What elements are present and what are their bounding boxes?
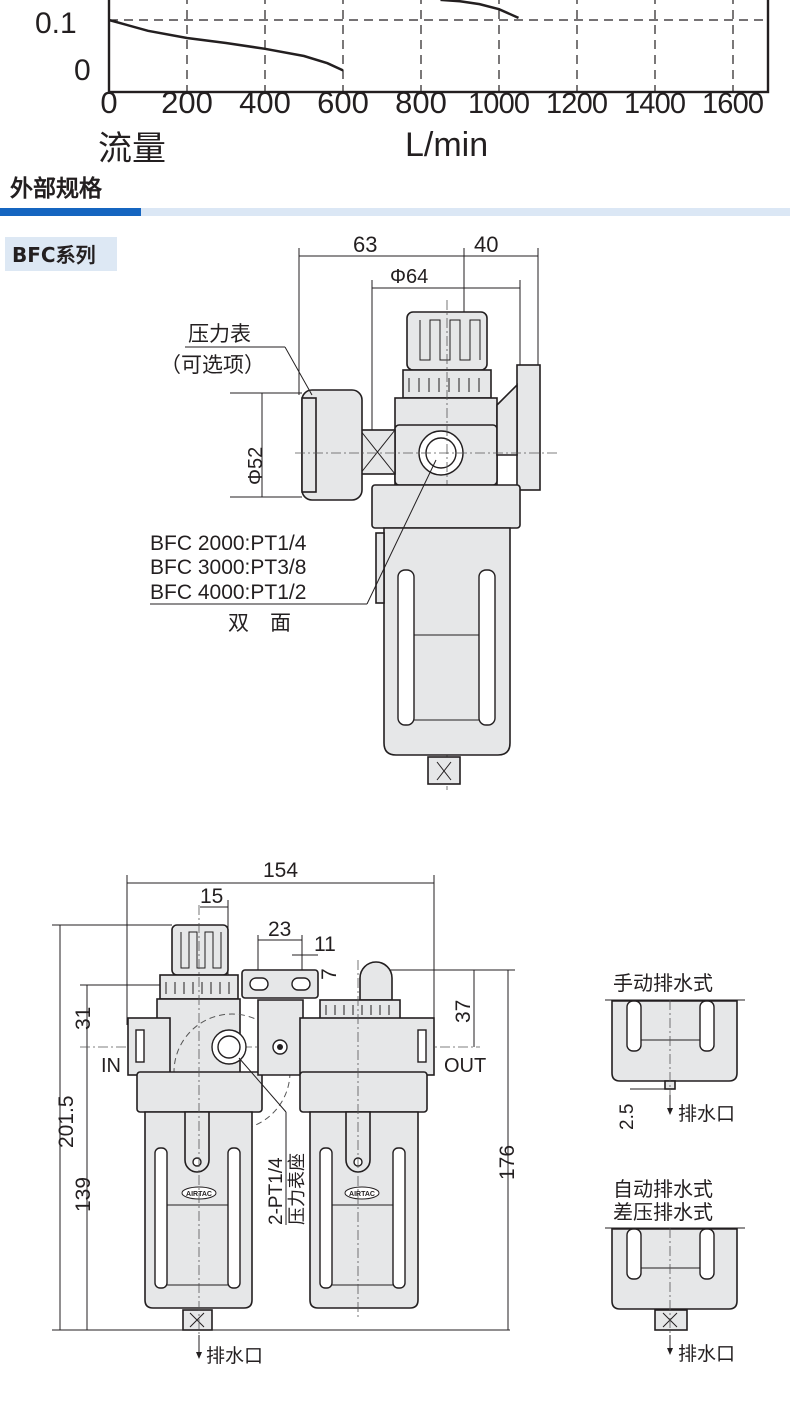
series-badge-label: BFC系列 xyxy=(12,243,96,267)
chart-ylabel-flow: 流量 xyxy=(98,129,166,169)
port-spec-3000: BFC 3000:PT3/8 xyxy=(150,556,306,579)
x-tick-labels: 0 200 400 600 800 1000 1200 1400 1600 xyxy=(100,85,764,120)
dim-37: 37 xyxy=(452,1000,475,1023)
chart-series xyxy=(108,0,520,72)
x-tick-label: 1600 xyxy=(702,88,764,120)
dim-phi64: Φ64 xyxy=(390,266,428,288)
dim-63: 63 xyxy=(353,232,377,257)
series-badge xyxy=(5,237,117,271)
drain-type-views: 手动排水式 2.5 排水口 自动排水式 差压排水式 排水口 xyxy=(605,971,745,1365)
dim-176: 176 xyxy=(496,1145,519,1180)
series-line-curve-a xyxy=(108,18,344,72)
dim-phi52: Φ52 xyxy=(245,447,267,485)
gauge-seat-label: 压力表座 xyxy=(287,1153,308,1225)
x-tick-label: 800 xyxy=(395,85,447,120)
dim-139: 139 xyxy=(72,1177,95,1212)
port-spec-2000: BFC 2000:PT1/4 xyxy=(150,532,307,555)
dim-40: 40 xyxy=(474,232,498,257)
differential-drain-title: 差压排水式 xyxy=(613,1200,713,1224)
x-tick-label: 400 xyxy=(239,85,291,120)
manual-drain-title: 手动排水式 xyxy=(613,971,713,995)
drain-label: 排水口 xyxy=(206,1345,263,1367)
gauge-port-label: 2-PT1/4 xyxy=(266,1157,287,1225)
bfc-side-view: 63 40 Φ64 Φ52 xyxy=(150,232,560,790)
dim-7: 7 xyxy=(318,968,341,980)
brand-logo: AIRTAC xyxy=(349,1191,375,1198)
dim-31: 31 xyxy=(72,1007,95,1030)
chart-xlabel: L/min xyxy=(405,126,488,164)
chart-grid xyxy=(109,0,768,92)
auto-drain-title: 自动排水式 xyxy=(613,1177,713,1201)
y-tick-label: 0.1 xyxy=(35,7,77,40)
section-divider-accent xyxy=(0,208,141,216)
gauge-label: 压力表 xyxy=(188,322,251,346)
gauge-optional: （可选项） xyxy=(160,353,265,377)
x-tick-label: 200 xyxy=(161,85,213,120)
bfc-front-view: 154 15 23 11 7 201.5 31 139 176 37 IN OU… xyxy=(52,859,519,1367)
flow-chart: 0.1 0 0 200 400 600 800 1000 1200 1400 1600 流量 L… xyxy=(35,0,770,169)
x-tick-label: 1200 xyxy=(546,88,608,120)
both-sides-label: 双 面 xyxy=(228,611,291,635)
in-label: IN xyxy=(101,1055,121,1077)
x-tick-label: 1400 xyxy=(624,88,686,120)
series-line-curve-b xyxy=(440,0,520,19)
dim-11: 11 xyxy=(314,933,336,956)
port-spec-4000: BFC 4000:PT1/2 xyxy=(150,581,306,604)
section-title: 外部规格 xyxy=(10,175,103,202)
out-label: OUT xyxy=(444,1055,486,1077)
chart-frame xyxy=(107,0,770,94)
auto-drain-label: 排水口 xyxy=(678,1343,735,1365)
y-tick-label: 0 xyxy=(74,54,91,87)
x-tick-label: 600 xyxy=(317,85,369,120)
x-tick-label: 1000 xyxy=(468,88,530,120)
manual-drain-label: 排水口 xyxy=(678,1103,735,1125)
section-divider xyxy=(0,208,790,216)
dim-2-5: 2.5 xyxy=(617,1104,638,1130)
dim-201-5: 201.5 xyxy=(55,1095,78,1148)
dim-15: 15 xyxy=(200,885,223,908)
dim-23: 23 xyxy=(268,918,291,941)
x-tick-label: 0 xyxy=(100,85,117,120)
dim-154: 154 xyxy=(263,859,298,882)
